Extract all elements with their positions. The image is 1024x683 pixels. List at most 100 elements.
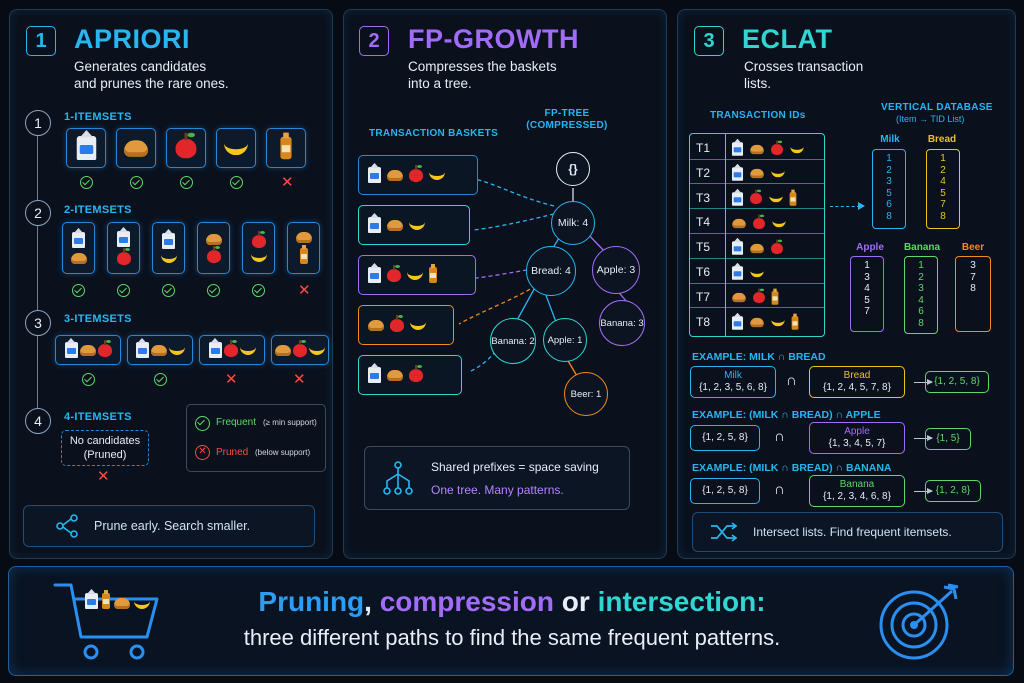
example-2-apple-name: Apple	[844, 426, 870, 437]
banner-subline: three different paths to find the same f…	[243, 625, 781, 650]
milk-icon	[64, 342, 78, 358]
banana-icon	[160, 254, 177, 263]
apple-icon	[97, 339, 112, 357]
result-arrow	[914, 488, 933, 494]
eclat-title: ECLAT	[742, 24, 833, 54]
bread-icon	[275, 344, 291, 356]
banner-sep-1: ,	[364, 586, 380, 617]
bread-icon	[387, 219, 403, 231]
no-candidates-box: No candidates (Pruned)	[61, 430, 149, 466]
arrowhead	[858, 202, 865, 210]
bread-tid-list: 1 2 4 5 7 8	[926, 149, 960, 229]
level-1-label: 1-ITEMSETS	[64, 111, 132, 123]
bread-icon	[732, 293, 746, 303]
intersection-symbol: ∩	[774, 428, 785, 445]
apriori-description: Generates candidates and prunes the rare…	[74, 59, 229, 91]
bread-icon	[387, 369, 403, 381]
beer-icon	[102, 590, 110, 609]
pruned-cross-icon: ✕	[281, 174, 294, 191]
level-2-label: 2-ITEMSETS	[64, 204, 132, 216]
banana-icon	[168, 346, 185, 355]
banana-icon	[309, 346, 325, 355]
frequent-check-icon	[230, 176, 243, 189]
itemset-beer	[266, 128, 306, 168]
baskets-label: TRANSACTION BASKETS	[369, 128, 499, 139]
apriori-panel: 1 APRIORI Generates candidates and prune…	[9, 9, 333, 559]
transaction-row	[730, 239, 785, 257]
apriori-footer-text: Prune early. Search smaller.	[94, 519, 251, 533]
transaction-row	[730, 313, 800, 332]
example-1-result: {1, 2, 5, 8}	[925, 371, 989, 393]
banana-icon	[772, 220, 786, 228]
example-2-result: {1, 5}	[925, 428, 971, 450]
banana-icon	[407, 271, 423, 280]
apple-icon	[206, 245, 221, 263]
itemset-bread-apple	[197, 222, 230, 274]
basket-2	[358, 205, 470, 245]
itemset-apple-banana	[242, 222, 275, 274]
example-3-label: EXAMPLE: (MILK ∩ BREAD) ∩ BANANA	[692, 462, 892, 474]
banana-icon	[410, 321, 426, 330]
legend-cross-icon: ✕	[195, 445, 210, 460]
apple-icon	[771, 239, 783, 254]
banner-word-compression: compression	[379, 586, 554, 617]
tree-branch-icon	[383, 461, 413, 495]
tree-node-banana-low: Banana: 2	[490, 318, 536, 364]
pruned-cross-icon: ✕	[97, 468, 110, 485]
bread-icon	[750, 243, 764, 253]
frequent-check-icon	[117, 284, 130, 297]
milk-icon	[368, 267, 381, 283]
transaction-table	[689, 133, 825, 337]
bread-icon	[387, 169, 403, 181]
apple-icon	[387, 264, 401, 282]
itemset-bread-beer	[287, 222, 320, 274]
milk-icon	[368, 167, 381, 183]
fpgrowth-description: Compresses the baskets into a tree.	[408, 59, 557, 91]
frequent-check-icon	[130, 176, 143, 189]
row-divider	[690, 257, 824, 259]
tree-node-beer: Beer: 1	[564, 372, 608, 416]
transaction-row	[730, 264, 766, 282]
banana-icon	[250, 253, 267, 262]
result-arrow	[914, 379, 933, 385]
apriori-footer: Prune early. Search smaller.	[23, 505, 315, 547]
beer-icon	[771, 288, 779, 305]
milk-icon	[368, 367, 381, 383]
fpgrowth-panel: 2 FP-GROWTH Compresses the baskets into …	[343, 9, 667, 559]
milk-icon	[731, 266, 744, 280]
beer-column-header: Beer	[961, 242, 985, 253]
apriori-number: 1	[26, 26, 56, 56]
itemset-bread-apple-banana	[271, 335, 329, 365]
example-3-left-box: {1, 2, 5, 8}	[690, 478, 760, 504]
frequent-check-icon	[80, 176, 93, 189]
banner-word-intersection: intersection:	[597, 586, 766, 617]
vertical-db-sublabel: (Item → TID List)	[896, 114, 965, 124]
example-2-apple-list: {1, 3, 4, 5, 7}	[828, 438, 886, 449]
apple-icon	[390, 314, 404, 332]
eclat-panel: 3 ECLAT Crosses transaction lists. TRANS…	[677, 9, 1016, 559]
legend-box: Frequent (≥ min support) ✕ Pruned (below…	[186, 404, 326, 472]
bread-icon	[750, 169, 764, 179]
intersection-symbol: ∩	[774, 481, 785, 498]
fpgrowth-footer-line1: Shared prefixes = space saving	[431, 459, 599, 474]
tid-cell: T5	[696, 240, 711, 255]
table-to-vertical-arrow	[830, 206, 860, 207]
bread-icon	[205, 233, 222, 245]
bread-icon	[70, 253, 87, 264]
bread-icon	[750, 144, 764, 154]
apple-icon	[251, 230, 266, 248]
transaction-row	[730, 165, 787, 183]
apple-tid-list: 1 3 4 5 7	[850, 256, 884, 332]
example-1-milk-name: Milk	[724, 370, 742, 381]
basket-1	[358, 155, 478, 195]
tid-label: TRANSACTION IDs	[710, 110, 806, 121]
row-divider	[690, 282, 824, 284]
apple-icon	[409, 164, 423, 182]
level-4-step: 4	[25, 408, 51, 434]
example-1-milk-list: {1, 2, 3, 5, 6, 8}	[699, 382, 767, 393]
apple-icon	[223, 339, 238, 357]
basket-5	[358, 355, 462, 395]
eclat-description: Crosses transaction lists.	[744, 59, 864, 91]
basket-4	[358, 305, 454, 345]
level-4-label: 4-ITEMSETS	[64, 411, 132, 423]
